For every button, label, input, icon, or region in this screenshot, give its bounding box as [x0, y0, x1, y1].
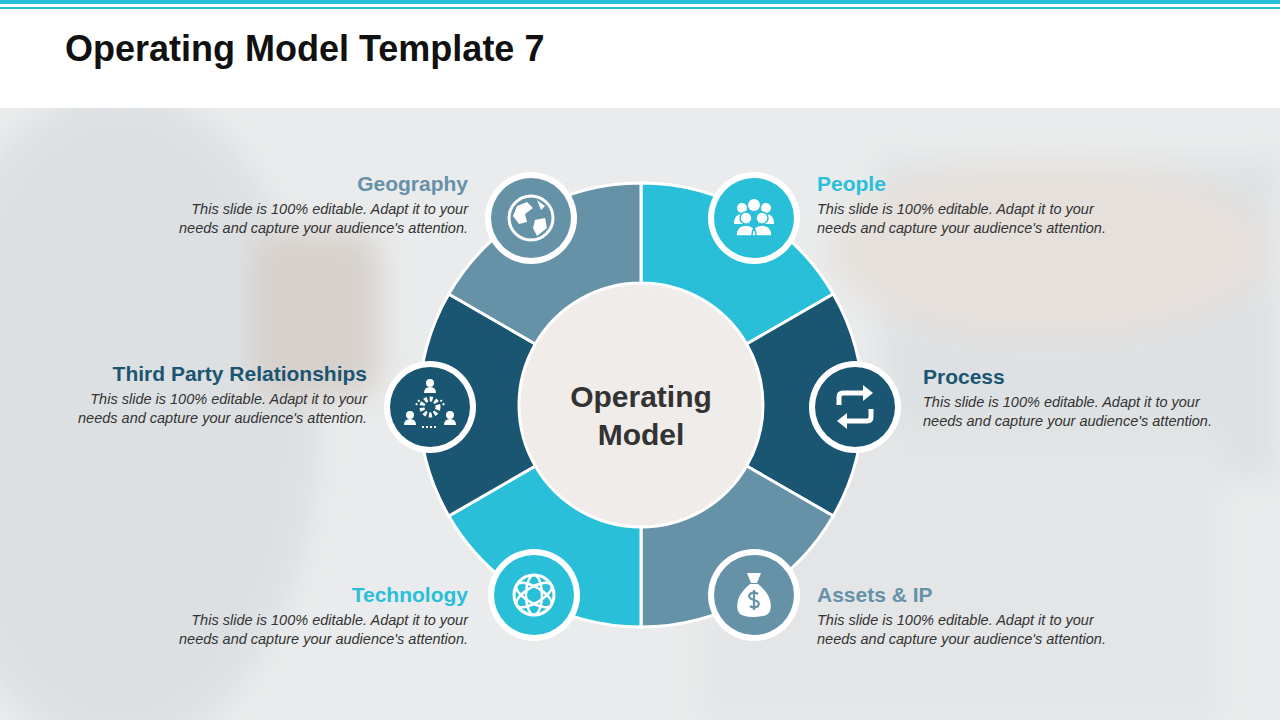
element-description: This slide is 100% editable. Adapt it to… [923, 393, 1223, 431]
globe-icon [485, 172, 577, 264]
element-description: This slide is 100% editable. Adapt it to… [168, 200, 468, 238]
element-block: PeopleThis slide is 100% editable. Adapt… [817, 171, 1117, 238]
element-description: This slide is 100% editable. Adapt it to… [817, 611, 1117, 649]
atom-globe-icon [488, 549, 580, 641]
element-heading: Technology [168, 582, 468, 608]
element-heading: Assets & IP [817, 582, 1117, 608]
element-block: TechnologyThis slide is 100% editable. A… [168, 582, 468, 649]
element-heading: Geography [168, 171, 468, 197]
element-block: ProcessThis slide is 100% editable. Adap… [923, 364, 1223, 431]
cycle-icon [809, 361, 901, 453]
element-heading: Third Party Relationships [67, 361, 367, 387]
center-label: Operating Model [551, 378, 731, 454]
people-icon [708, 172, 800, 264]
element-block: GeographyThis slide is 100% editable. Ad… [168, 171, 468, 238]
element-heading: Process [923, 364, 1223, 390]
element-description: This slide is 100% editable. Adapt it to… [817, 200, 1117, 238]
slide-title: Operating Model Template 7 [65, 28, 544, 70]
element-description: This slide is 100% editable. Adapt it to… [168, 611, 468, 649]
element-block: Third Party RelationshipsThis slide is 1… [67, 361, 367, 428]
element-block: Assets & IP This slide is 100% editable. … [817, 582, 1117, 649]
money-bag-icon [708, 549, 800, 641]
network-gear-icon [384, 361, 476, 453]
element-heading: People [817, 171, 1117, 197]
element-description: This slide is 100% editable. Adapt it to… [67, 390, 367, 428]
element-heading: Operating Model [551, 378, 731, 454]
